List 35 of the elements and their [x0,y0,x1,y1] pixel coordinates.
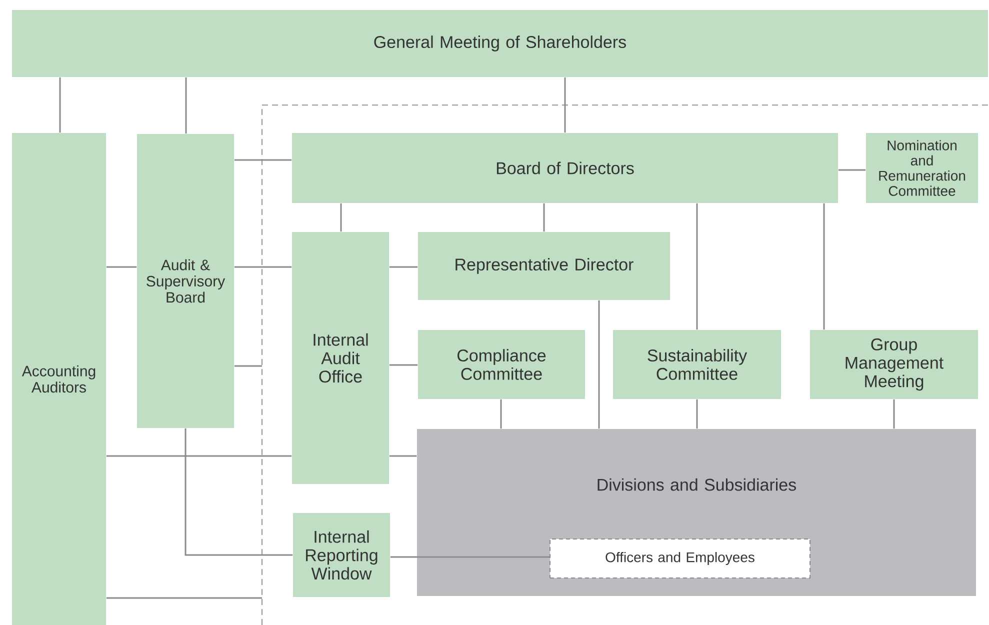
org-box: Nomination and Remuneration Committee [866,133,978,203]
connector-line [838,169,866,171]
org-box: Internal Reporting Window [293,513,390,597]
connector-line [59,77,61,133]
org-box: General Meeting of Shareholders [12,10,988,77]
org-box: Representative Director [418,232,670,300]
org-box: Group Management Meeting [810,330,978,399]
connector-line [106,597,262,599]
connector-line [234,365,262,367]
connector-line [598,300,600,429]
connector-line [500,399,502,429]
connector-line [184,428,293,556]
connector-line [340,203,342,232]
org-box: Accounting Auditors [12,133,106,625]
connector-line [564,77,566,133]
org-box: Board of Directors [292,133,838,203]
dashed-box: Officers and Employees [550,538,810,578]
connector-line [389,455,417,457]
connector-line [234,159,292,161]
org-box: Audit & Supervisory Board [137,134,234,428]
connector-line [823,203,825,330]
connector-line [106,266,137,268]
connector-line [390,556,550,558]
org-box: Compliance Committee [418,330,585,399]
connector-line [696,203,698,330]
org-box: Internal Audit Office [292,232,389,484]
connector-line [543,203,545,232]
connector-line [106,455,292,457]
connector-line [389,266,418,268]
connector-line [389,364,418,366]
org-box: Sustainability Committee [613,330,781,399]
connector-line [696,399,698,429]
connector-line [893,399,895,429]
connector-line [234,266,292,268]
connector-line [185,77,187,134]
